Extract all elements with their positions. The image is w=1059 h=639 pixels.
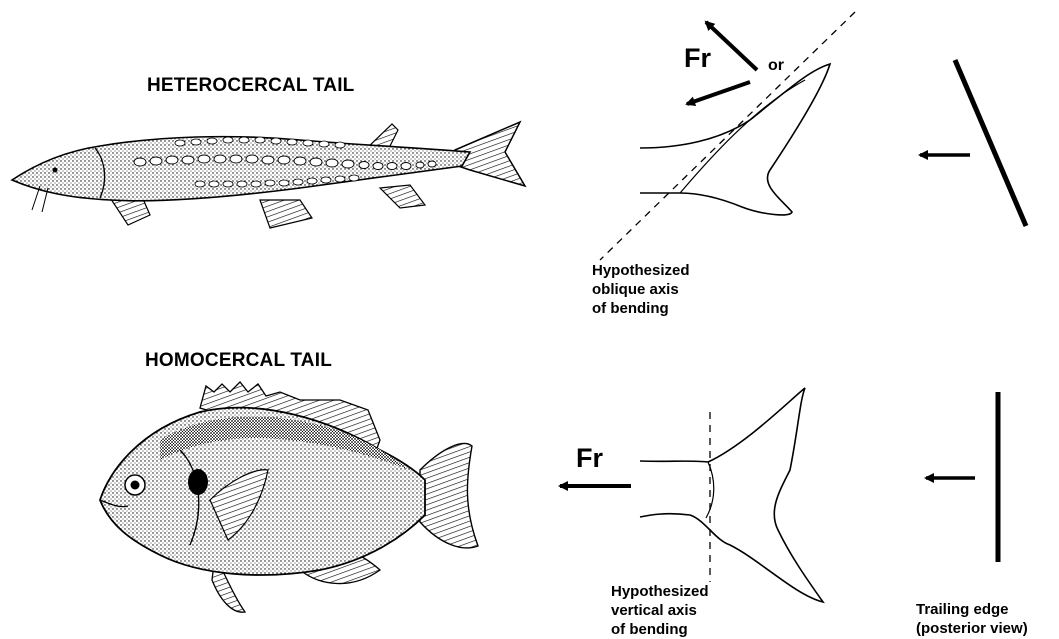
or-label: or — [768, 57, 784, 75]
caption-line-3: of bending — [592, 299, 690, 318]
force-arrow-up — [706, 22, 757, 70]
trailing-edge-caption: Trailing edge (posterior view) — [916, 600, 1028, 638]
heterocercal-tail-schematic — [600, 12, 855, 260]
caption-line-3: of bending — [611, 620, 709, 639]
force-label-heterocercal: Fr — [684, 43, 711, 74]
caption-line-1: Hypothesized — [611, 582, 709, 601]
vertical-axis-caption: Hypothesized vertical axis of bending — [611, 582, 709, 639]
oblique-trailing-edge — [955, 60, 1026, 226]
trailing-edge-views — [920, 60, 1026, 562]
oblique-bending-axis — [600, 12, 855, 260]
caption-line-2: oblique axis — [592, 280, 690, 299]
caption-line-1: Trailing edge — [916, 600, 1028, 619]
bluegill-illustration — [100, 382, 478, 612]
caption-line-2: vertical axis — [611, 601, 709, 620]
force-label-homocercal: Fr — [576, 443, 603, 474]
caption-line-2: (posterior view) — [916, 619, 1028, 638]
oblique-axis-caption: Hypothesized oblique axis of bending — [592, 261, 690, 318]
homocercal-tail-schematic — [560, 388, 823, 602]
caption-line-1: Hypothesized — [592, 261, 690, 280]
sturgeon-illustration — [12, 122, 525, 228]
force-arrow-forward — [687, 82, 750, 104]
